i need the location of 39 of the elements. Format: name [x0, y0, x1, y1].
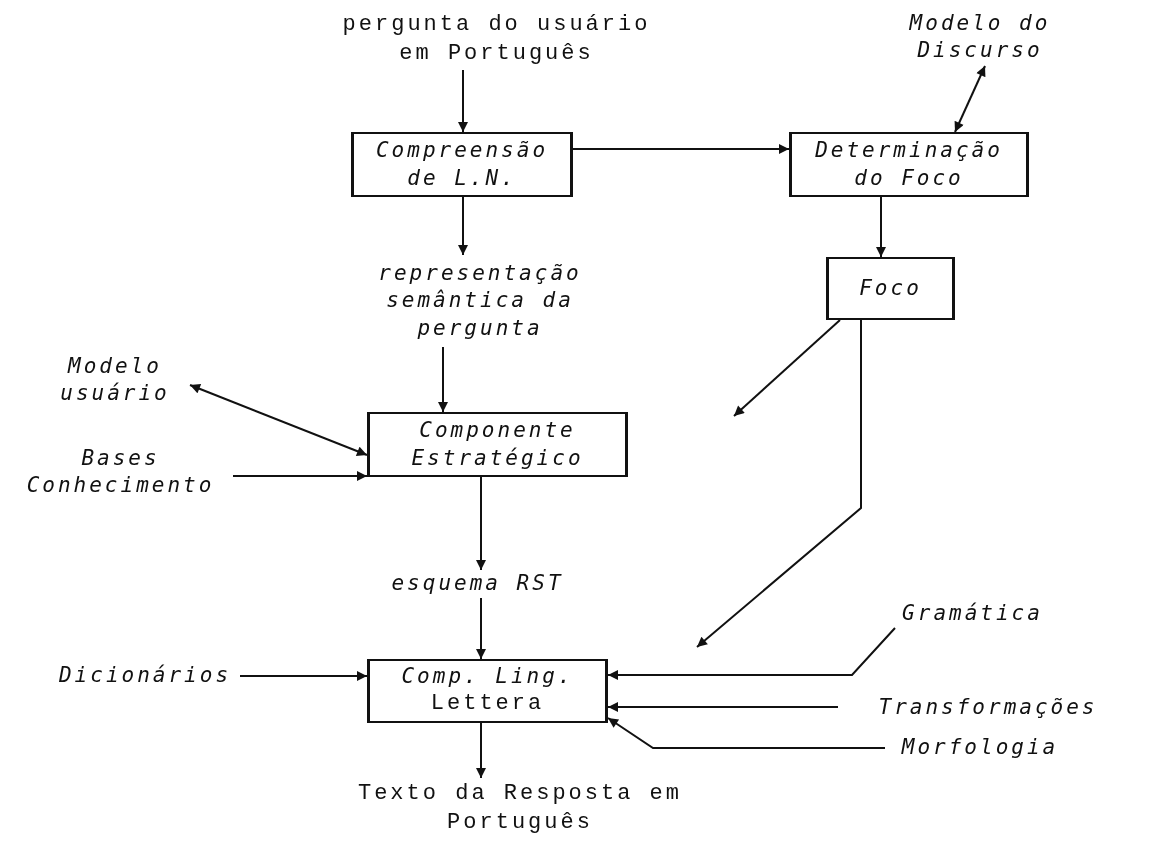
box-label: Determinação do Foco: [814, 137, 1004, 192]
text-label: Morfologia: [885, 734, 1075, 762]
box-label: Comp. Ling.: [401, 663, 574, 691]
arrow: [438, 346, 448, 413]
text-label: representação semântica da pergunta: [355, 255, 605, 347]
text-label: Gramática: [885, 600, 1060, 628]
arrow: [607, 717, 886, 749]
text-label: esquema RST: [370, 570, 585, 598]
arrow: [476, 476, 486, 571]
arrow: [696, 319, 862, 648]
box-label: Lettera: [430, 690, 545, 719]
double-arrow: [954, 65, 986, 133]
text-label: Modelo do Discurso: [880, 8, 1080, 66]
arrow: [607, 702, 839, 712]
text-label: pergunta do usuário em Português: [323, 10, 670, 70]
text-label: Dicionários: [50, 662, 240, 690]
arrow: [876, 196, 886, 258]
double-arrow: [189, 384, 368, 456]
arrow: [458, 196, 468, 256]
arrow: [572, 144, 790, 154]
arrow: [733, 319, 841, 417]
arrow: [607, 627, 896, 680]
process-box: [789, 132, 1029, 197]
arrow: [239, 671, 368, 681]
process-box: [367, 659, 608, 723]
box-label: Compreensão de L.N.: [374, 137, 550, 192]
text-label: Modelo usuário: [40, 350, 190, 410]
process-box: [826, 257, 955, 320]
arrow: [476, 722, 486, 779]
text-label: Texto da Resposta em Português: [330, 778, 710, 840]
process-box: [367, 412, 628, 477]
box-label: Foco: [859, 274, 922, 302]
arrow: [476, 597, 486, 660]
arrow: [232, 471, 368, 481]
box-label: Componente Estratégico: [410, 417, 585, 472]
text-label: Transformações: [838, 693, 1138, 723]
process-box: [351, 132, 573, 197]
text-label: Bases Conhecimento: [8, 444, 233, 500]
arrow: [458, 69, 468, 133]
